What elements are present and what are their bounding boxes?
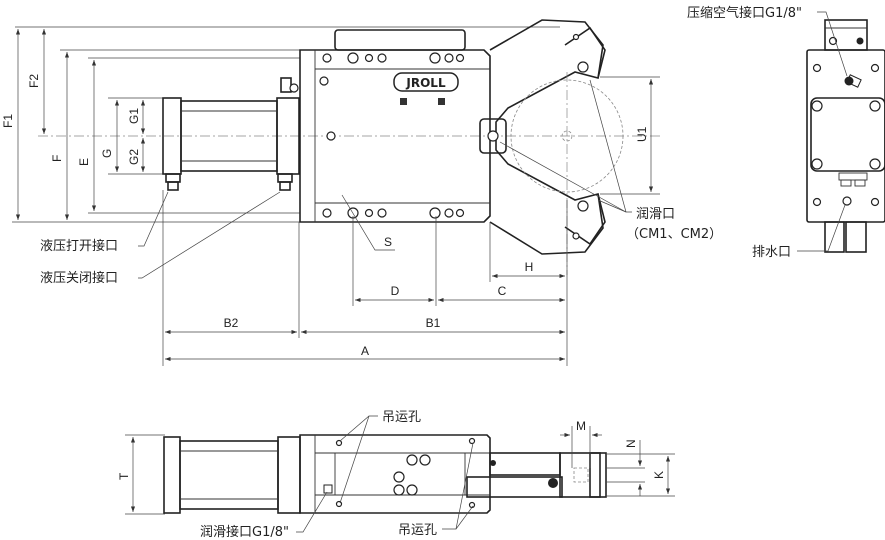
dim-f1: F1 (1, 114, 15, 128)
lube-port-label: 润滑口 (636, 207, 675, 222)
dim-b2: B2 (224, 316, 239, 330)
dim-e: E (77, 158, 91, 166)
dim-c: C (498, 284, 507, 298)
bottom-view: T M N K (117, 410, 675, 540)
dim-n: N (624, 439, 638, 448)
dim-u1: U1 (635, 126, 649, 142)
lube-inlet-label: 润滑接口G1/8" (200, 524, 289, 540)
dim-t: T (117, 472, 131, 480)
dim-s: S (384, 235, 392, 249)
dim-g2: G2 (127, 149, 141, 165)
front-view: F1 F2 F E G G1 G2 (1, 19, 722, 366)
dim-m: M (576, 419, 586, 433)
dim-g: G (100, 149, 114, 158)
hydraulic-open-port-label: 液压打开接口 (40, 238, 118, 254)
side-view: 压缩空气接口G1/8" 排水口 (687, 5, 885, 260)
main-body: JROLL (299, 29, 491, 223)
dim-d: D (391, 284, 400, 298)
dim-k: K (652, 471, 666, 479)
hydraulic-cylinder (162, 77, 300, 191)
dim-b1: B1 (426, 316, 441, 330)
hydraulic-close-port-label: 液压关闭接口 (40, 270, 118, 286)
lifting-hole-label-top: 吊运孔 (382, 410, 421, 425)
lube-port-codes: （CM1、CM2） (626, 227, 722, 242)
bolt-holes (319, 52, 465, 219)
svg-text:JROLL: JROLL (405, 76, 446, 90)
lifting-hole-label-bottom: 吊运孔 (398, 523, 437, 538)
dim-f: F (50, 155, 64, 162)
dim-g1: G1 (127, 108, 141, 124)
dim-a: A (361, 344, 369, 358)
gripper-jaws (479, 19, 624, 275)
dim-h: H (525, 260, 534, 274)
dim-f2: F2 (27, 74, 41, 88)
drain-port-label: 排水口 (752, 245, 791, 260)
air-port-label: 压缩空气接口G1/8" (687, 5, 802, 21)
jroll-logo: JROLL (393, 72, 459, 105)
